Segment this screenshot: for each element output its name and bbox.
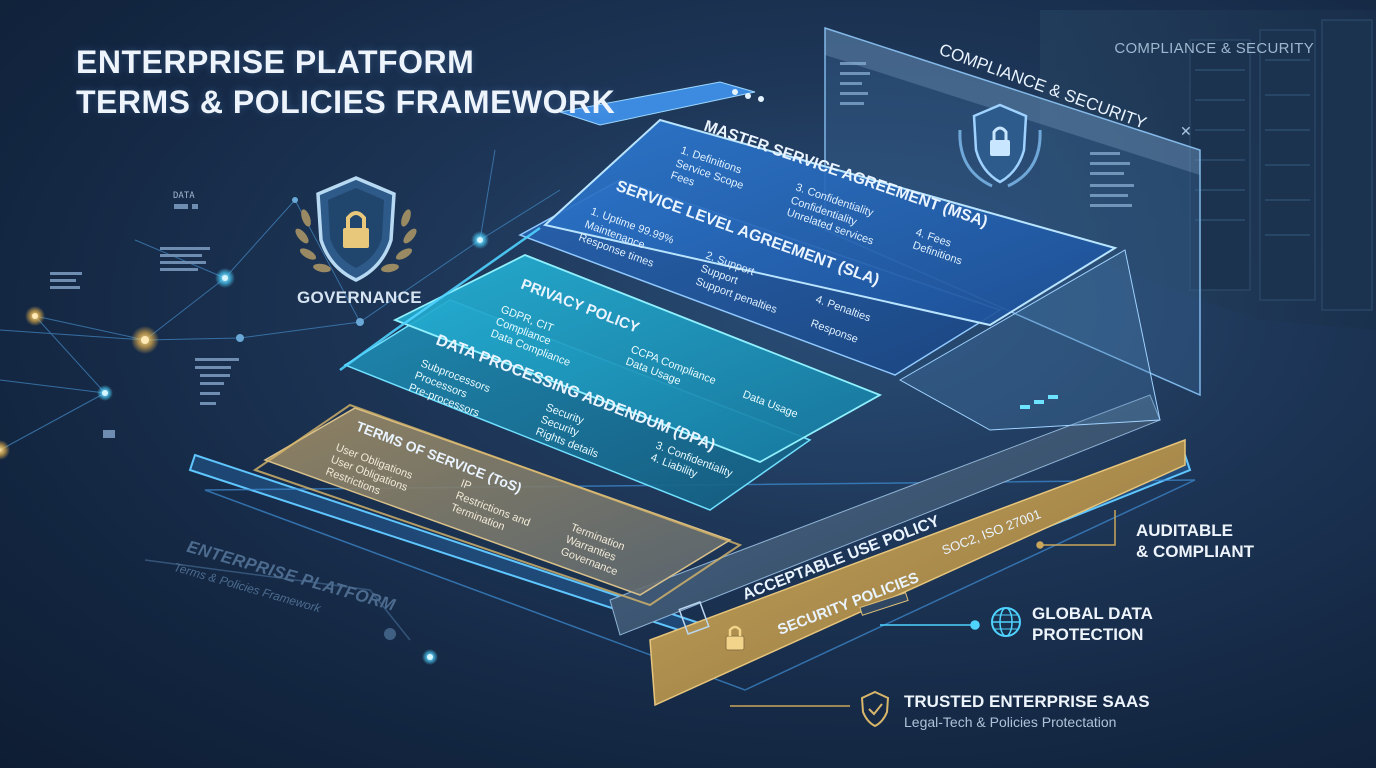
page-title: ENTERPRISE PLATFORM TERMS & POLICIES FRA… bbox=[76, 42, 615, 122]
security-policies-layer bbox=[649, 438, 1186, 707]
benefit-line1: TRUSTED ENTERPRISE SAAS bbox=[904, 692, 1150, 711]
policy-stack bbox=[188, 81, 1196, 707]
compliance-panel bbox=[824, 26, 1201, 397]
aup-title: ACCEPTABLE USE POLICY bbox=[740, 513, 942, 604]
benefit-line1: AUDITABLE bbox=[1136, 521, 1233, 540]
close-icon: ✕ bbox=[1180, 123, 1192, 139]
title-line-2: TERMS & POLICIES FRAMEWORK bbox=[76, 84, 616, 120]
benefit-line2: PROTECTION bbox=[1032, 625, 1144, 644]
governance-label: GOVERNANCE bbox=[297, 288, 422, 307]
governance-shield-icon bbox=[295, 176, 417, 282]
data-tag: DATA bbox=[173, 191, 195, 201]
shield-check-icon bbox=[860, 690, 890, 728]
benefit-global-data: GLOBAL DATA PROTECTION bbox=[1032, 603, 1153, 645]
benefit-auditable: AUDITABLE & COMPLIANT bbox=[1136, 520, 1254, 562]
decorative-data-stubs bbox=[50, 204, 239, 438]
security-tag: SOC2, ISO 27001 bbox=[940, 506, 1043, 558]
tos-layer bbox=[263, 407, 732, 596]
benefit-line1: GLOBAL DATA bbox=[1032, 604, 1153, 623]
privacy-item: Data Usage bbox=[741, 389, 800, 421]
benefit-trusted: TRUSTED ENTERPRISE SAAS Legal-Tech & Pol… bbox=[904, 691, 1150, 733]
sla-item: 4. Penalties bbox=[814, 294, 873, 325]
benefit-line2: Legal-Tech & Policies Protectation bbox=[904, 714, 1117, 730]
network-nodes bbox=[0, 197, 489, 665]
sla-item: Response bbox=[809, 318, 860, 346]
benefit-line2: & COMPLIANT bbox=[1136, 542, 1255, 561]
top-right-label: COMPLIANCE & SECURITY bbox=[1114, 40, 1314, 57]
callout-lines bbox=[1036, 510, 1116, 549]
msa-layer bbox=[542, 118, 1118, 327]
title-line-1: ENTERPRISE PLATFORM bbox=[76, 44, 475, 80]
globe-icon bbox=[991, 607, 1021, 637]
server-rack-graphic bbox=[1040, 10, 1376, 330]
privacy-layer bbox=[392, 254, 883, 463]
lock-shield-icon bbox=[958, 103, 1042, 188]
tos-item: IP bbox=[459, 478, 473, 493]
